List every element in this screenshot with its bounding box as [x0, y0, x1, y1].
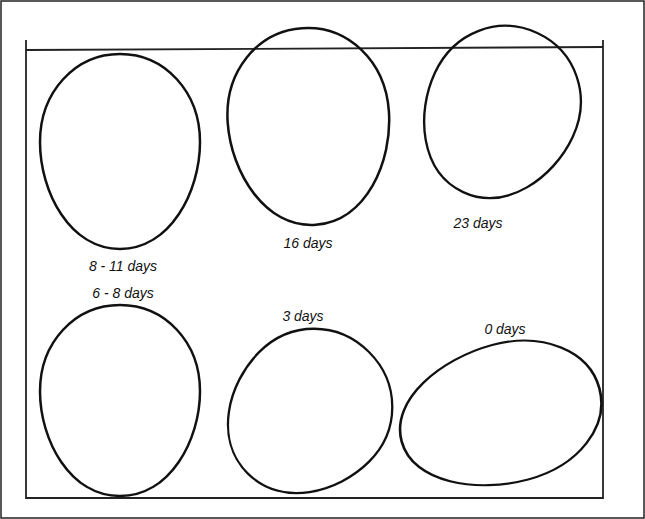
egg-outline: [40, 305, 200, 496]
age-label: 16 days: [283, 235, 332, 251]
container-outline: [26, 40, 603, 499]
egg-outline: [40, 54, 200, 249]
egg-outline: [193, 297, 424, 519]
age-label: 23 days: [453, 215, 502, 231]
age-label: 0 days: [484, 321, 525, 337]
egg-outline: [394, 1, 606, 224]
egg-outline: [384, 321, 618, 508]
egg-outline: [221, 23, 396, 231]
age-label: 3 days: [282, 308, 323, 324]
age-label: 6 - 8 days: [92, 285, 153, 301]
age-label: 8 - 11 days: [89, 258, 157, 274]
